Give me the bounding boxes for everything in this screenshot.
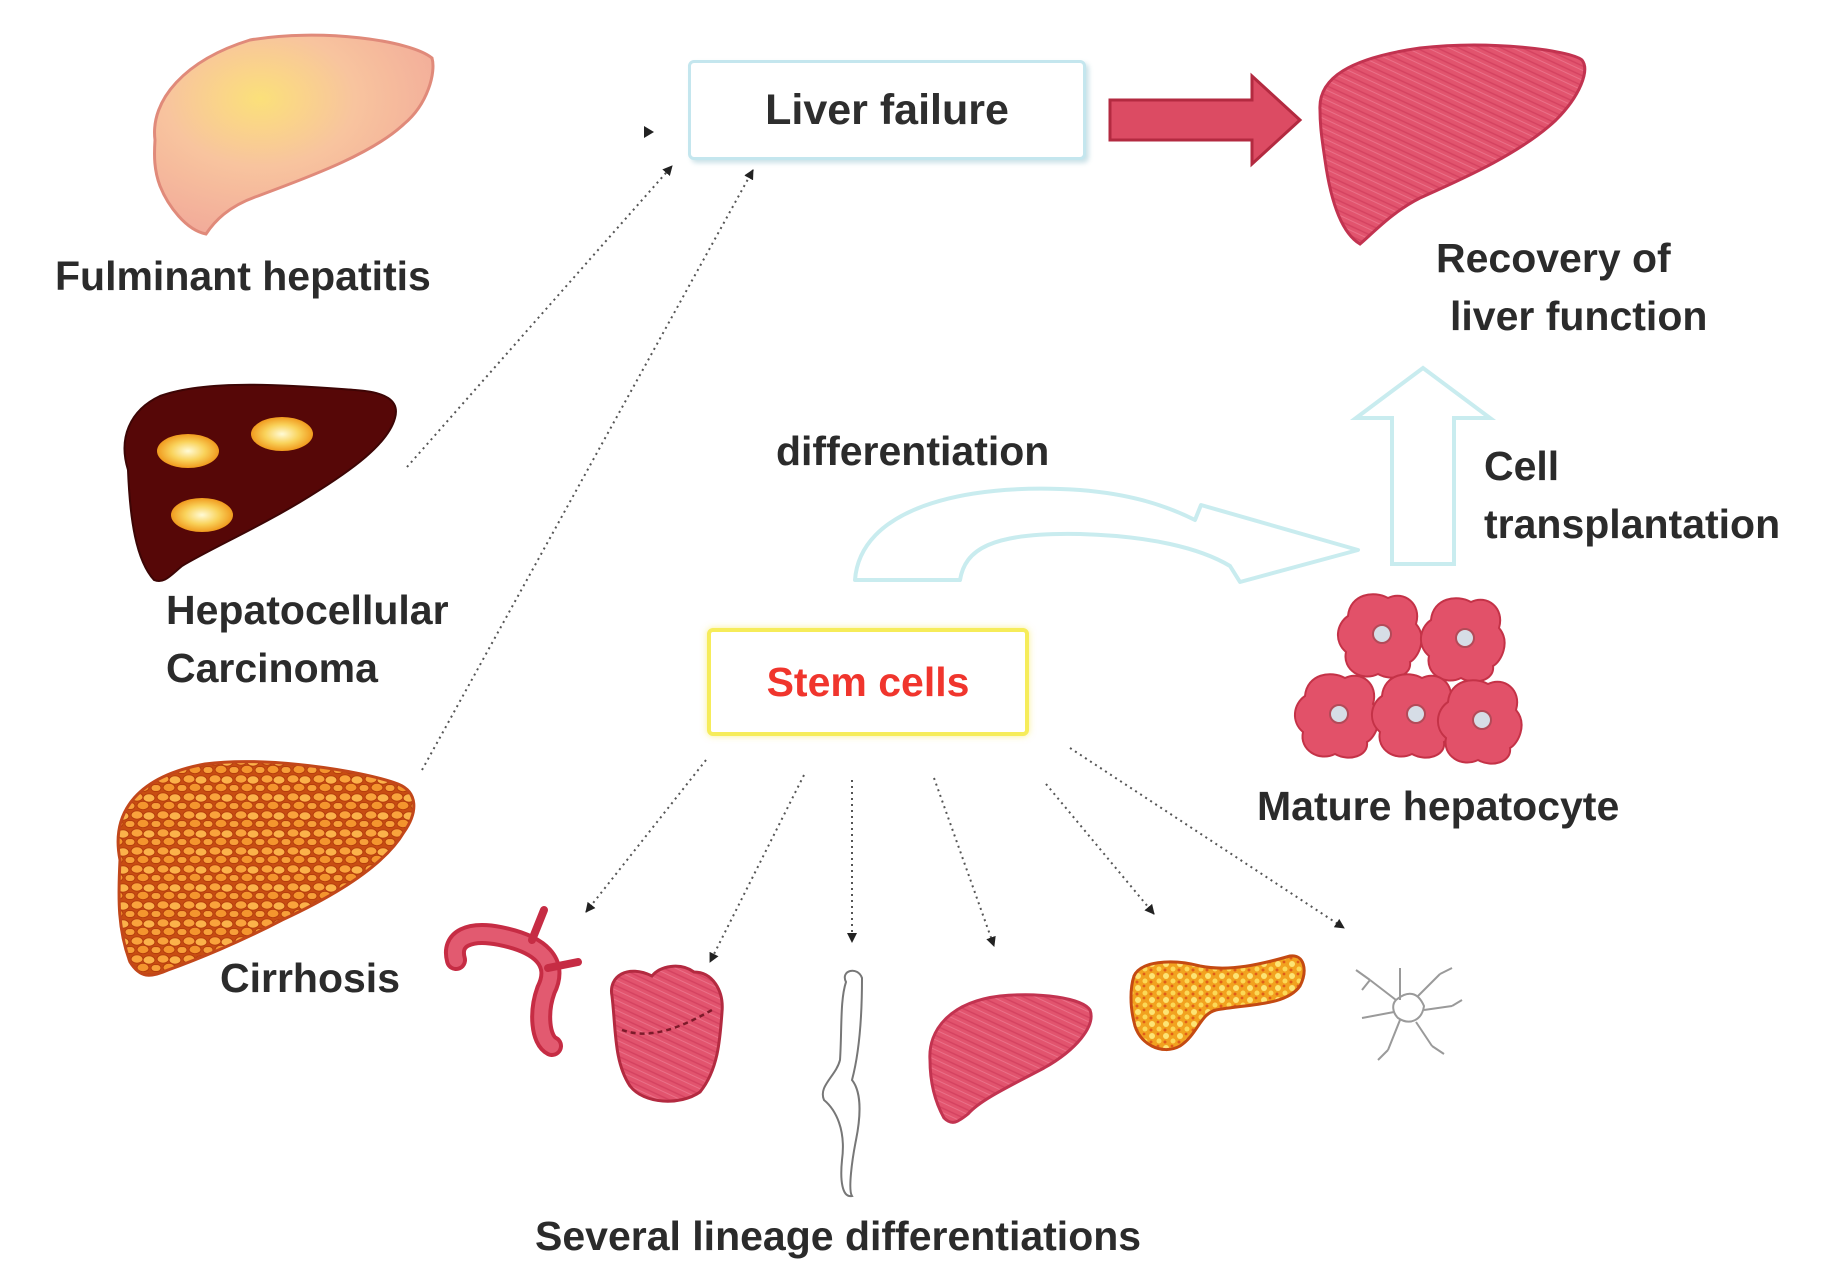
hepatocyte-cluster-icon	[1293, 593, 1523, 765]
stem-cells-box: Stem cells	[707, 628, 1029, 736]
hcc-liver-icon	[123, 383, 397, 582]
recovery-label-line2: liver function	[1450, 293, 1708, 339]
fulminant-hepatitis-liver-icon	[153, 33, 435, 236]
blood-vessel-icon	[444, 906, 582, 1057]
differentiation-label: differentiation	[776, 428, 1050, 474]
differentiation-arrow	[853, 486, 1360, 584]
healthy-liver-icon	[1318, 43, 1587, 246]
stem-cells-label: Stem cells	[766, 658, 970, 705]
hcc-label-line1: Hepatocellular	[166, 587, 449, 633]
hcc-label-line2: Carcinoma	[166, 645, 378, 691]
pancreas-icon	[1129, 954, 1306, 1052]
liver-failure-label: Liver failure	[765, 85, 1009, 134]
recovery-label-line1: Recovery of	[1436, 235, 1671, 281]
condition-to-liver-failure-arrows	[406, 165, 754, 771]
fulminant-hepatitis-label: Fulminant hepatitis	[55, 253, 431, 299]
cell-transplantation-arrow	[1349, 365, 1497, 566]
liver-failure-box: Liver failure	[688, 60, 1086, 160]
fulminant-arrowhead	[644, 126, 654, 138]
liver-failure-to-recovery-arrow	[1108, 72, 1303, 168]
heart-icon	[610, 964, 724, 1103]
cell-transplantation-label-line2: transplantation	[1484, 501, 1781, 547]
neuron-icon	[1355, 967, 1463, 1061]
stem-cell-lineage-arrows	[585, 747, 1345, 963]
cell-transplantation-label-line1: Cell	[1484, 443, 1560, 489]
cirrhotic-liver-icon	[116, 760, 416, 977]
liver-icon	[928, 993, 1093, 1124]
lineage-differentiations-label: Several lineage differentiations	[535, 1213, 1142, 1259]
cirrhosis-label: Cirrhosis	[220, 955, 400, 1001]
bone-icon	[821, 969, 864, 1198]
mature-hepatocyte-label: Mature hepatocyte	[1257, 783, 1620, 829]
